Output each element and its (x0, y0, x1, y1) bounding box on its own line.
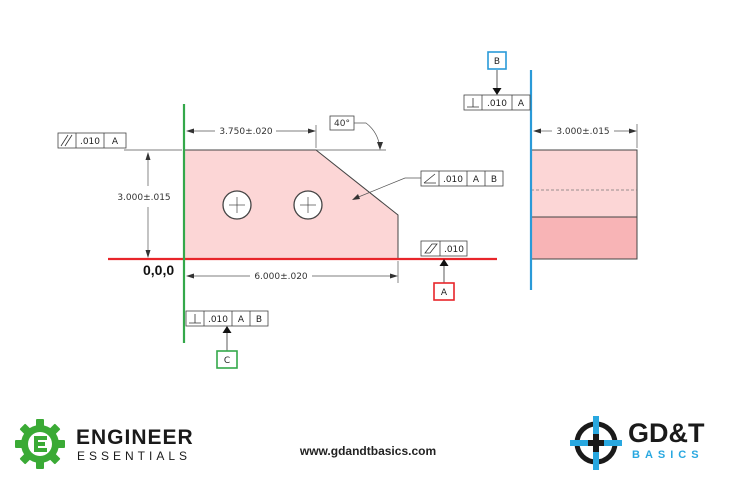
svg-text:A: A (518, 99, 525, 109)
svg-text:A: A (473, 175, 480, 185)
svg-text:.010: .010 (208, 315, 228, 325)
datum-c-box (216, 350, 238, 369)
engineering-drawing: 3.750±.020 40° .010 A 3.000±.015 0,0,0 6… (57, 51, 638, 369)
dim-top-label: 3.750±.020 (219, 127, 273, 137)
svg-text:B: B (256, 315, 262, 325)
datum-b-label: B (494, 57, 500, 67)
svg-text:.010: .010 (80, 137, 100, 147)
angularity-icon (423, 173, 436, 184)
gdt-basics-logo: GD&T BASICS (566, 412, 726, 474)
crosshair-icon (570, 416, 622, 470)
side-view-part-lower (530, 216, 638, 260)
svg-text:.010: .010 (443, 175, 463, 185)
svg-text:A: A (112, 137, 119, 147)
engineer-essentials-line2: ESSENTIALS (77, 449, 192, 463)
svg-text:B: B (491, 175, 497, 185)
side-view-part-upper (530, 149, 638, 218)
datum-c-label: C (224, 356, 230, 366)
gear-e-icon (15, 419, 65, 469)
front-view-part (183, 149, 399, 260)
datum-a-box (433, 282, 455, 301)
fcf-perpendicularity-front: .010 A B (185, 310, 269, 327)
engineer-essentials-line1: ENGINEER (76, 426, 194, 449)
perpendicularity-icon (189, 314, 201, 324)
flatness-icon (424, 243, 438, 254)
website-link[interactable]: www.gdandtbasics.com (299, 444, 437, 458)
origin-label: 0,0,0 (143, 262, 174, 278)
hole-left (222, 190, 252, 220)
dim-angle-label: 40° (334, 119, 350, 129)
engineer-essentials-logo: ENGINEER ESSENTIALS (14, 418, 214, 470)
svg-text:.010: .010 (444, 245, 464, 255)
dim-height-label: 3.000±.015 (117, 193, 170, 203)
parallelism-icon (60, 134, 69, 147)
fcf-perpendicularity-side: .010 A (463, 94, 531, 111)
fcf-parallelism: .010 A (57, 132, 127, 149)
gdt-basics-line1: GD&T (628, 418, 705, 448)
perpendicularity-side-icon (467, 98, 479, 108)
datum-a-label: A (441, 288, 448, 298)
svg-text:.010: .010 (487, 99, 507, 109)
fcf-angularity: .010 A B (420, 170, 504, 187)
datum-b-box (487, 51, 507, 70)
dim-width-label: 3.000±.015 (556, 127, 609, 137)
gdt-basics-line2: BASICS (632, 449, 704, 461)
dim-length-label: 6.000±.020 (254, 272, 308, 282)
hole-right (293, 190, 323, 220)
fcf-flatness: .010 (420, 240, 468, 257)
svg-text:A: A (238, 315, 245, 325)
